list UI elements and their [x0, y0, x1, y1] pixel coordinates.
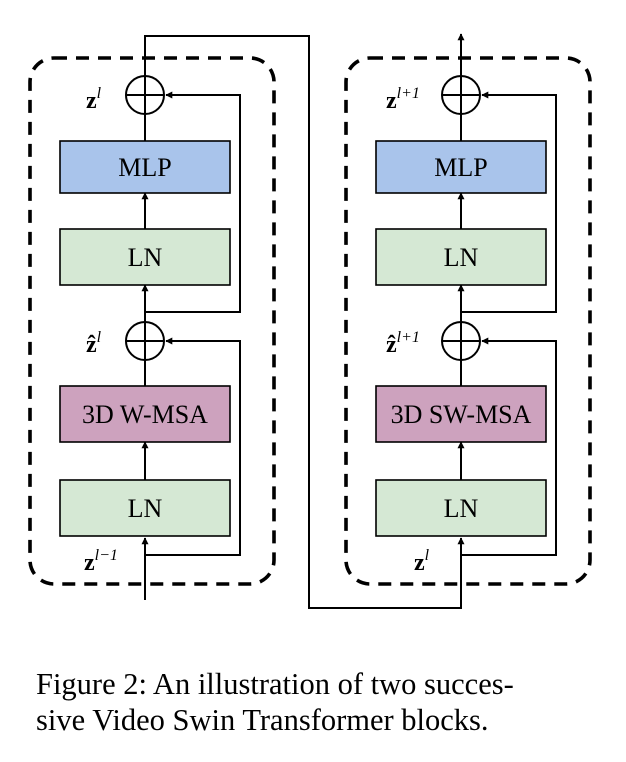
right-msa-box: [375, 385, 547, 443]
right-mlp-box: [375, 140, 547, 194]
left-ln-bottom-label: LN: [128, 494, 163, 523]
right-ln-bottom-box: [375, 479, 547, 537]
left-z-hat-label: ẑl: [86, 329, 102, 358]
left-mlp-box: [59, 140, 231, 194]
right-z-in-label: zl: [414, 547, 430, 576]
left-mlp-label: MLP: [118, 153, 171, 182]
left-z-in-label: zl−1: [84, 547, 118, 576]
right-msa-label: 3D SW-MSA: [391, 400, 532, 429]
caption-line-2: sive Video Swin Transformer blocks.: [36, 703, 489, 737]
right-z-out-label: zl+1: [386, 85, 420, 114]
right-mlp-label: MLP: [434, 153, 487, 182]
left-residual-1: [145, 337, 241, 556]
left-adder-mid: [125, 321, 165, 361]
left-adder-top: [125, 75, 165, 115]
left-msa-label: 3D W-MSA: [82, 400, 208, 429]
left-z-out-label: zl: [86, 85, 102, 114]
left-residual-2: [145, 91, 241, 313]
right-adder-mid: [441, 321, 481, 361]
right-ln-bottom-label: LN: [444, 494, 479, 523]
left-msa-box: [59, 385, 231, 443]
right-z-hat-label: ẑl+1: [386, 329, 420, 358]
left-ln-top-label: LN: [128, 243, 163, 272]
swin-transformer-diagram: MLP LN 3D W-MSA LN zl ẑl zl−1 MLP LN 3D …: [28, 33, 592, 609]
left-ln-bottom-box: [59, 479, 231, 537]
right-residual-1: [461, 337, 557, 556]
figure-caption: Figure 2: An illustration of two succes-…: [36, 666, 616, 738]
right-adder-top: [441, 75, 481, 115]
right-ln-top-label: LN: [444, 243, 479, 272]
inter-block-connection: [144, 35, 465, 609]
left-ln-top-box: [59, 228, 231, 286]
left-block-outline: [28, 56, 276, 586]
right-block-outline: [344, 56, 592, 586]
caption-line-1: Figure 2: An illustration of two succes-: [36, 667, 514, 701]
right-residual-2: [461, 91, 557, 313]
right-ln-top-box: [375, 228, 547, 286]
